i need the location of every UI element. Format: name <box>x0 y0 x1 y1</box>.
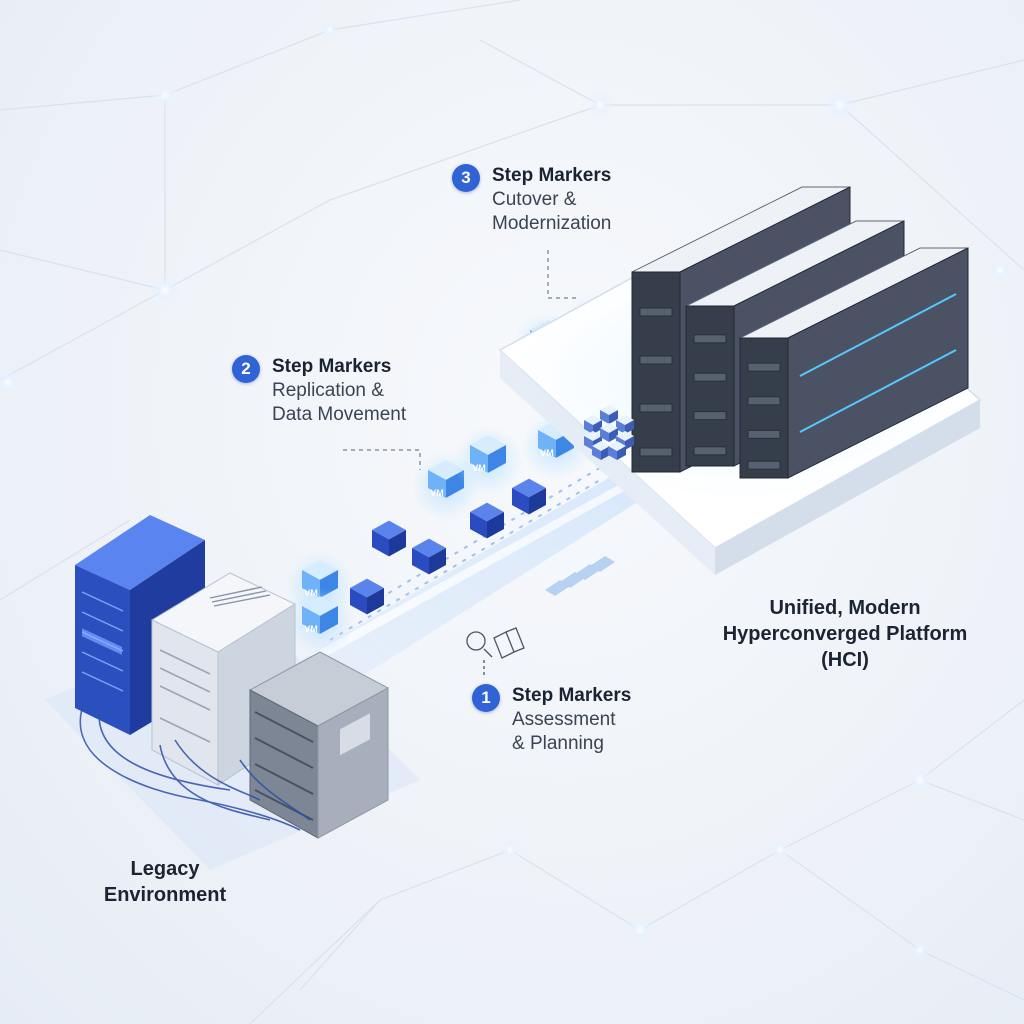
hci-nodes <box>631 186 969 479</box>
step-3-desc-line-2: Modernization <box>492 213 612 234</box>
step-1-desc-line-1: Assessment <box>512 709 616 730</box>
legacy-label: Legacy Environment <box>75 856 255 908</box>
data-cube <box>470 502 504 539</box>
status-led <box>747 293 957 470</box>
vm-label: VM <box>304 624 318 634</box>
leader-lines <box>343 250 578 470</box>
platform-label-line-2: Hyperconverged Platform <box>722 623 968 645</box>
step-3-title: Step Markers <box>492 165 612 186</box>
network-nodes <box>0 20 1012 960</box>
step-1-badge: 1 <box>472 684 500 712</box>
hub-cube <box>616 415 634 434</box>
step-3-marker: 3 Step Markers Cutover & Modernization <box>452 164 611 236</box>
vm-label: VM <box>472 463 486 473</box>
hub-cubes <box>584 405 634 460</box>
chevron-arrows <box>545 556 615 596</box>
data-cubes <box>350 478 546 615</box>
vm-label: VM <box>430 488 444 498</box>
data-cube <box>350 578 384 615</box>
legacy-cables <box>79 699 311 831</box>
hub-cube <box>608 441 626 460</box>
step-3-badge: 3 <box>452 164 480 192</box>
step-1-marker: 1 Step Markers Assessment & Planning <box>472 684 631 756</box>
step-2-desc-line-2: Data Movement <box>272 404 407 425</box>
step-3-desc-line-1: Cutover & <box>492 189 577 210</box>
legacy-label-line-1: Legacy <box>130 858 200 880</box>
hub-cube <box>592 441 610 460</box>
hci-node-3 <box>739 247 969 479</box>
platform-label-line-1: Unified, Modern <box>769 597 921 619</box>
step-1-desc-line-2: & Planning <box>512 733 604 754</box>
vm-block: VM <box>302 596 338 634</box>
legacy-rack-server <box>248 651 390 839</box>
data-cube <box>512 478 546 515</box>
assessment-icons <box>466 627 525 676</box>
vm-label: VM <box>540 448 554 458</box>
hub-cube <box>584 415 602 434</box>
step-1-title: Step Markers <box>512 685 632 706</box>
step-2-desc-line-1: Replication & <box>272 380 384 401</box>
legacy-label-line-2: Environment <box>103 884 227 906</box>
data-cube <box>412 538 446 575</box>
vm-block: VM <box>470 435 506 473</box>
legacy-environment <box>45 515 420 870</box>
step-2-marker: 2 Step Markers Replication & Data Moveme… <box>232 355 406 427</box>
step-2-badge: 2 <box>232 355 260 383</box>
platform-label-line-3: (HCI) <box>821 649 869 671</box>
data-cube <box>372 520 406 557</box>
platform-label: Unified, Modern Hyperconverged Platform … <box>700 595 990 673</box>
hub-cube <box>600 405 618 424</box>
step-2-title: Step Markers <box>272 356 392 377</box>
hub-cube <box>600 423 618 442</box>
